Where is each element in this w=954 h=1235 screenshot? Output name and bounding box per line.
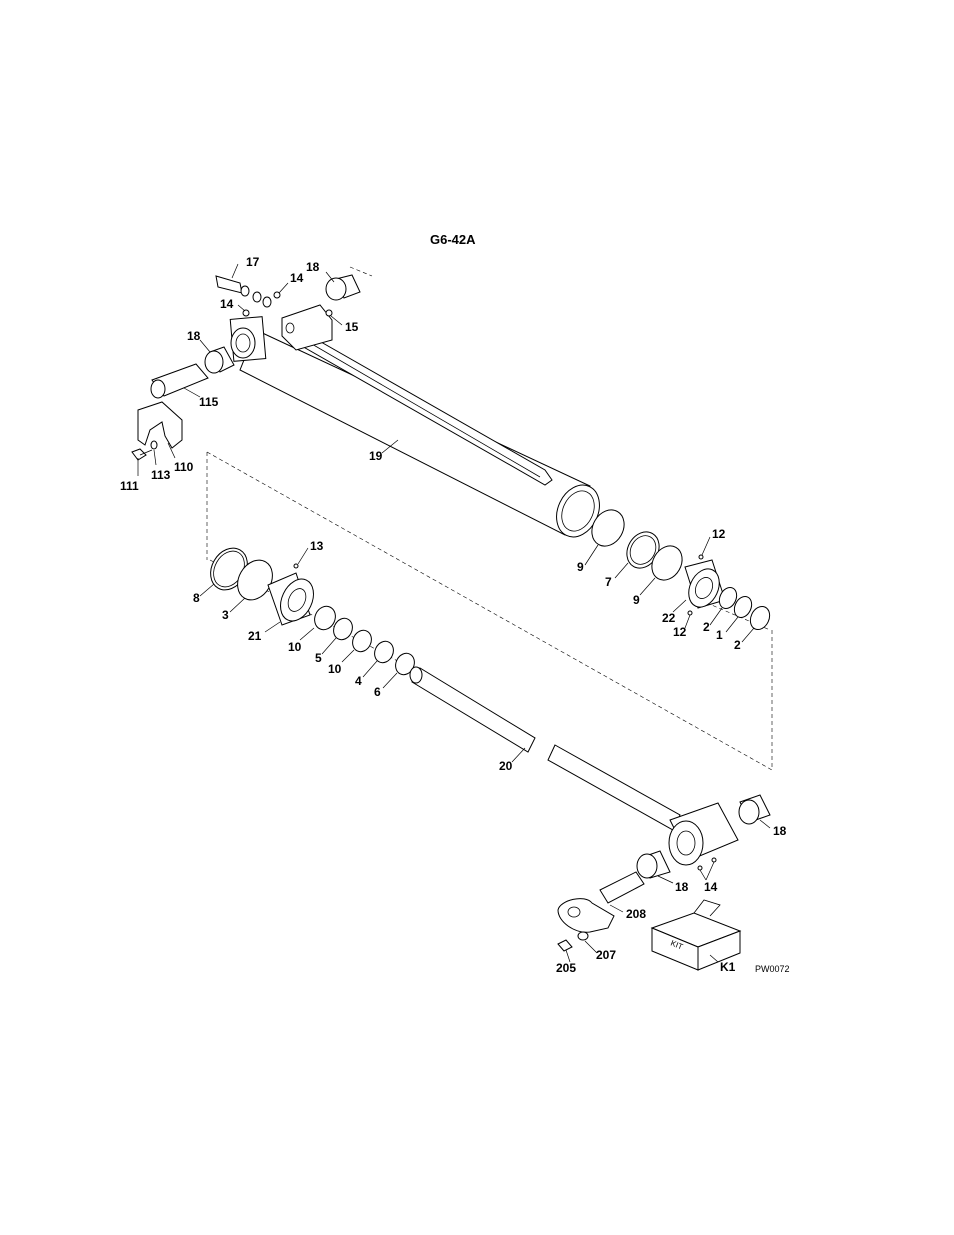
ring-2-b [749,605,771,631]
ring-1 [733,595,753,619]
callout-2: 2 [734,638,741,652]
plug-side [242,309,250,317]
seal-5 [333,617,353,641]
callout-18: 18 [773,824,787,838]
callout-13: 13 [310,539,324,553]
callout-12: 12 [712,527,726,541]
callout-1: 1 [716,628,723,642]
ring-9-lower [651,545,683,581]
callout-207: 207 [596,948,616,962]
callout-15: 15 [345,320,359,334]
callout-10: 10 [328,662,342,676]
callout-18: 18 [187,329,201,343]
callout-208: 208 [626,907,646,921]
callout-115: 115 [199,395,219,409]
piston [684,554,726,616]
callout-7: 7 [605,575,612,589]
callout-14: 14 [290,271,304,285]
callout-22: 22 [662,611,676,625]
ring-2-a [718,586,738,610]
callout-3: 3 [222,608,229,622]
callout-18: 18 [306,260,320,274]
leader-lines [137,263,771,963]
callout-6: 6 [374,685,381,699]
callout-9: 9 [577,560,584,574]
callout-9: 9 [633,593,640,607]
callout-K1: K1 [720,960,736,974]
rod-clevis [668,802,739,871]
bushing-right [738,794,771,825]
bushing-left [204,346,235,374]
callout-18: 18 [675,880,689,894]
washer-207 [577,931,589,941]
callout-8: 8 [193,591,200,605]
bushing-bottom [636,850,671,879]
bushing-10-b [352,629,372,653]
callout-19: 19 [369,449,383,463]
callout-17: 17 [246,255,260,269]
ring-9-upper [591,509,625,547]
callout-10: 10 [288,640,302,654]
pin-208 [557,871,645,933]
callout-12: 12 [673,625,687,639]
callout-111: 111 [120,479,139,493]
callout-205: 205 [556,961,576,975]
bolt-111 [131,448,153,461]
callout-2: 2 [703,620,710,634]
cylinder-barrel [229,304,600,538]
plug-top [273,291,281,299]
callout-20: 20 [499,759,513,773]
gland-head [267,563,314,626]
piston-rod [409,666,681,831]
callout-21: 21 [248,629,262,643]
bolt-205 [557,939,573,952]
diagram-title: G6-42A [430,232,476,247]
callout-14: 14 [220,297,234,311]
bushing-10-a [314,605,336,631]
seal-4 [374,640,394,664]
plug-port [325,309,333,317]
valve-cartridge [215,275,272,308]
callout-4: 4 [355,674,362,688]
kit-box-label: KIT [669,939,684,952]
callout-113: 113 [151,468,171,482]
reference-code: PW0072 [755,964,790,974]
retainer-plate [137,401,183,449]
kit-box: KIT [650,899,742,971]
callout-14: 14 [704,880,718,894]
callout-110: 110 [174,460,194,474]
washer-113 [150,440,158,450]
bushing-top [325,274,361,301]
callout-5: 5 [315,651,322,665]
pin-115 [150,363,209,399]
